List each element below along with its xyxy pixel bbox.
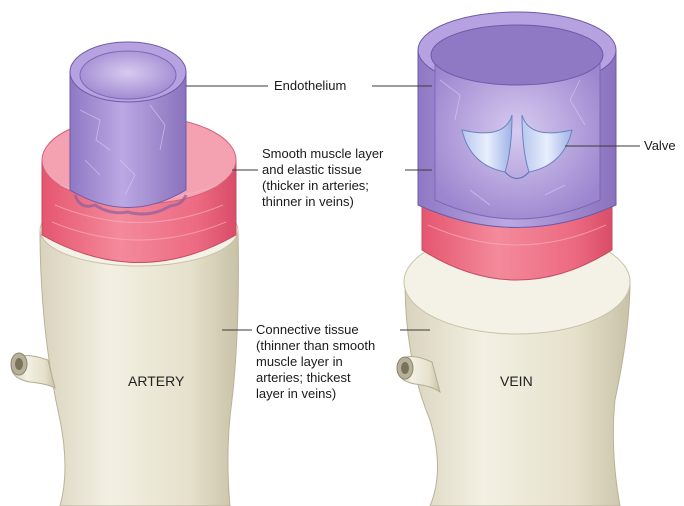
vein-label: VEIN	[500, 373, 533, 389]
artery-label: ARTERY	[128, 373, 184, 389]
smooth-muscle-line-1: Smooth muscle layer	[262, 146, 383, 162]
connective-line-1: Connective tissue	[256, 322, 359, 338]
smooth-muscle-line-3: (thicker in arteries;	[262, 178, 369, 194]
endothelium-label: Endothelium	[274, 78, 346, 94]
valve-label: Valve	[644, 138, 676, 154]
smooth-muscle-line-4: thinner in veins)	[262, 194, 354, 210]
vein-endothelium	[418, 12, 616, 228]
connective-line-4: arteries; thickest	[256, 370, 351, 386]
connective-line-5: layer in veins)	[256, 386, 336, 402]
connective-line-3: muscle layer in	[256, 354, 343, 370]
artery-endothelium	[70, 42, 186, 214]
smooth-muscle-line-2: and elastic tissue	[262, 162, 362, 178]
connective-line-2: (thinner than smooth	[256, 338, 375, 354]
